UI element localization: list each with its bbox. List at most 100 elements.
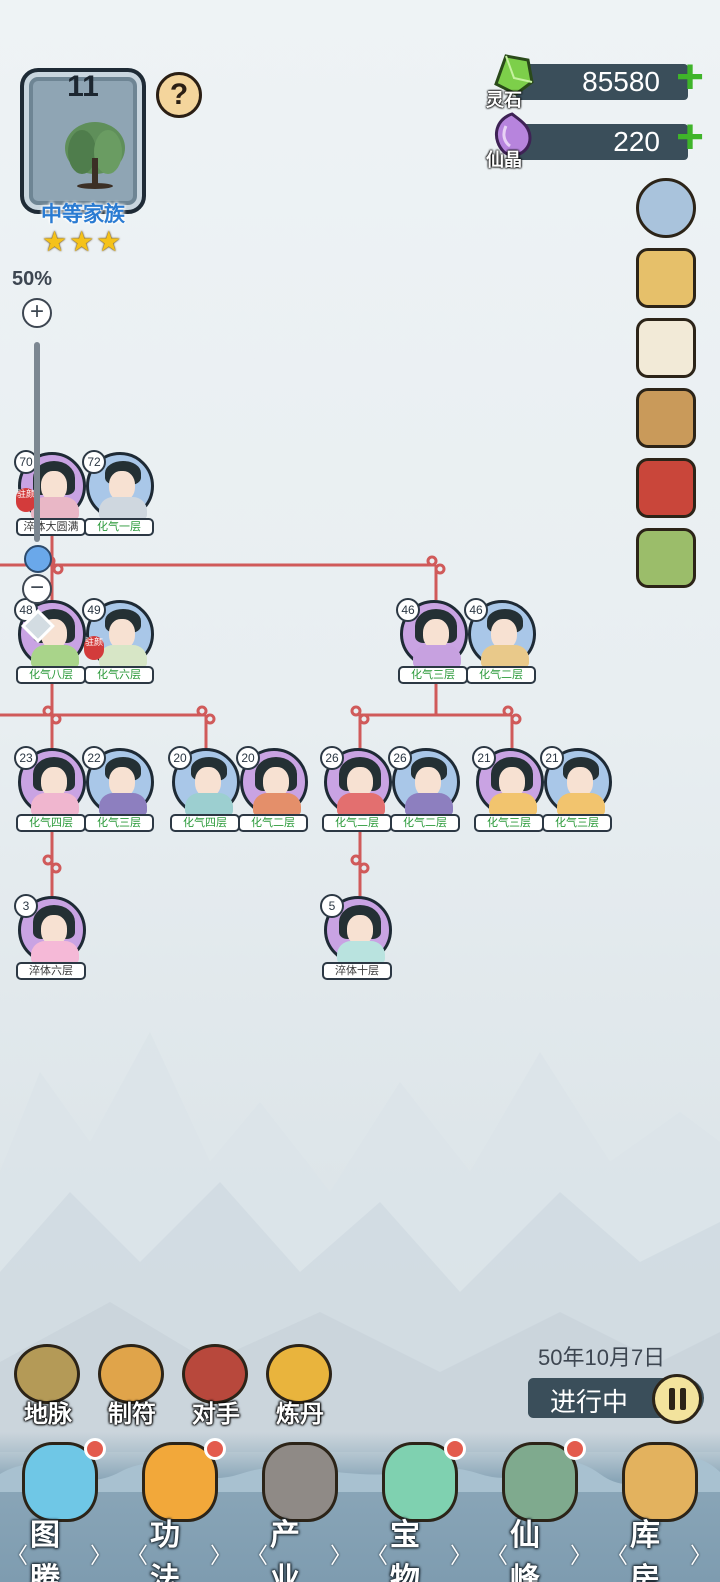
quick-action-button[interactable]: 制符 bbox=[96, 1344, 168, 1430]
member-portrait bbox=[468, 600, 536, 668]
family-member[interactable]: 3 淬体六层 bbox=[14, 894, 88, 984]
member-age: 20 bbox=[168, 746, 192, 770]
rolled-scroll-icon[interactable] bbox=[636, 388, 696, 448]
member-realm: 化气三层 bbox=[542, 814, 612, 832]
storage-bag-icon bbox=[622, 1442, 698, 1522]
member-realm: 淬体六层 bbox=[16, 962, 86, 980]
talisman-icon bbox=[98, 1344, 164, 1404]
clan-frame bbox=[20, 68, 146, 214]
member-age: 26 bbox=[388, 746, 412, 770]
member-realm: 化气三层 bbox=[84, 814, 154, 832]
scroll-decoration: 〈 bbox=[366, 1543, 389, 1568]
youth-tag: 驻颜 bbox=[84, 636, 104, 660]
member-age: 20 bbox=[236, 746, 260, 770]
clan-level: 11 bbox=[67, 70, 99, 103]
game-status-label: 进行中 bbox=[550, 1387, 629, 1417]
scroll-map-icon[interactable] bbox=[636, 248, 696, 308]
member-portrait bbox=[392, 748, 460, 816]
scroll-decoration: 〉 bbox=[329, 1543, 352, 1568]
star-icon: ★ bbox=[42, 226, 68, 257]
member-realm: 化气二层 bbox=[322, 814, 392, 832]
family-member[interactable]: 26 化气二层 bbox=[388, 746, 462, 836]
nav-tab-label: 图腾 bbox=[30, 1519, 61, 1582]
quick-action-label: 对手 bbox=[192, 1401, 240, 1428]
member-realm: 化气二层 bbox=[466, 666, 536, 684]
family-member[interactable]: 46 化气三层 bbox=[396, 598, 470, 688]
family-member[interactable]: 5 淬体十层 bbox=[320, 894, 394, 984]
immortal-crystal-icon bbox=[495, 112, 532, 157]
family-member[interactable]: 21 化气三层 bbox=[540, 746, 614, 836]
family-member[interactable]: 21 化气三层 bbox=[472, 746, 546, 836]
nav-tab[interactable]: 〈 仙峰 〉 bbox=[480, 1434, 598, 1582]
nav-tab-label: 宝物 bbox=[390, 1519, 421, 1582]
nav-tab[interactable]: 〈 库房 〉 bbox=[600, 1434, 718, 1582]
game-status-bar: 进行中 bbox=[528, 1374, 704, 1424]
family-member[interactable]: 23 化气四层 bbox=[14, 746, 88, 836]
gift-box-icon[interactable] bbox=[636, 528, 696, 588]
member-age: 49 bbox=[82, 598, 106, 622]
settings-gear-icon[interactable] bbox=[636, 178, 696, 238]
member-realm: 淬体大圆满 bbox=[16, 518, 86, 536]
quick-action-button[interactable]: 地脉 bbox=[12, 1344, 84, 1430]
scroll-decoration: 〈 bbox=[6, 1543, 29, 1568]
clan-badge[interactable]: 11 中等家族 ★ ★ ★ bbox=[12, 64, 154, 256]
nav-tab[interactable]: 〈 产业 〉 bbox=[240, 1434, 358, 1582]
quick-action-button[interactable]: 对手 bbox=[180, 1344, 252, 1430]
earth-vein-icon bbox=[14, 1344, 80, 1404]
quick-action-label: 炼丹 bbox=[276, 1401, 324, 1428]
family-member[interactable]: 20 化气二层 bbox=[236, 746, 310, 836]
member-portrait bbox=[476, 748, 544, 816]
currency-label: 灵石 bbox=[486, 90, 522, 110]
member-portrait bbox=[172, 748, 240, 816]
member-portrait bbox=[324, 896, 392, 964]
member-age: 26 bbox=[320, 746, 344, 770]
member-realm: 淬体十层 bbox=[322, 962, 392, 980]
member-portrait bbox=[324, 748, 392, 816]
scroll-decoration: 〈 bbox=[126, 1543, 149, 1568]
member-realm: 化气四层 bbox=[170, 814, 240, 832]
member-age: 46 bbox=[396, 598, 420, 622]
zoom-slider-track[interactable] bbox=[34, 342, 40, 542]
spirit-stone-icon bbox=[494, 54, 534, 96]
notification-dot bbox=[444, 1438, 466, 1460]
member-portrait bbox=[240, 748, 308, 816]
zoom-slider-handle[interactable] bbox=[24, 545, 52, 573]
red-book-icon[interactable] bbox=[636, 458, 696, 518]
member-age: 46 bbox=[464, 598, 488, 622]
add-immortal-crystal-button[interactable]: + bbox=[675, 111, 704, 164]
nav-tab[interactable]: 〈 图腾 〉 bbox=[0, 1434, 118, 1582]
notification-dot bbox=[564, 1438, 586, 1460]
zoom-in-button[interactable]: + bbox=[22, 298, 52, 328]
quick-action-button[interactable]: 炼丹 bbox=[264, 1344, 336, 1430]
zoom-out-button[interactable]: − bbox=[22, 574, 52, 604]
family-member[interactable]: 26 化气二层 bbox=[320, 746, 394, 836]
member-age: 23 bbox=[14, 746, 38, 770]
nav-tab-label: 产业 bbox=[270, 1519, 301, 1582]
member-realm: 化气四层 bbox=[16, 814, 86, 832]
document-list-icon[interactable] bbox=[636, 318, 696, 378]
member-realm: 化气一层 bbox=[84, 518, 154, 536]
member-realm: 化气三层 bbox=[474, 814, 544, 832]
currency-label: 仙晶 bbox=[486, 150, 522, 170]
family-member[interactable]: 20 化气四层 bbox=[168, 746, 242, 836]
family-member[interactable]: 46 化气二层 bbox=[464, 598, 538, 688]
member-realm: 化气三层 bbox=[398, 666, 468, 684]
pause-button[interactable] bbox=[652, 1374, 702, 1424]
family-member[interactable]: 22 化气三层 bbox=[82, 746, 156, 836]
add-spirit-stone-button[interactable]: + bbox=[675, 51, 704, 104]
nav-tab[interactable]: 〈 功法 〉 bbox=[120, 1434, 238, 1582]
clan-stars: ★ ★ ★ bbox=[42, 228, 121, 256]
alchemy-cauldron-icon bbox=[266, 1344, 332, 1404]
member-realm: 化气八层 bbox=[16, 666, 86, 684]
family-member[interactable]: 48 化气八层 bbox=[14, 598, 88, 688]
family-member[interactable]: 72 化气一层 bbox=[82, 450, 156, 540]
star-icon: ★ bbox=[96, 226, 122, 257]
member-age: 21 bbox=[472, 746, 496, 770]
scroll-decoration: 〉 bbox=[569, 1543, 592, 1568]
member-age: 3 bbox=[14, 894, 38, 918]
nav-tab[interactable]: 〈 宝物 〉 bbox=[360, 1434, 478, 1582]
scroll-decoration: 〉 bbox=[689, 1543, 712, 1568]
family-member[interactable]: 70 淬体大圆满 驻颜 bbox=[14, 450, 88, 540]
family-member[interactable]: 49 化气六层 驻颜 bbox=[82, 598, 156, 688]
help-button[interactable]: ? bbox=[156, 72, 202, 118]
